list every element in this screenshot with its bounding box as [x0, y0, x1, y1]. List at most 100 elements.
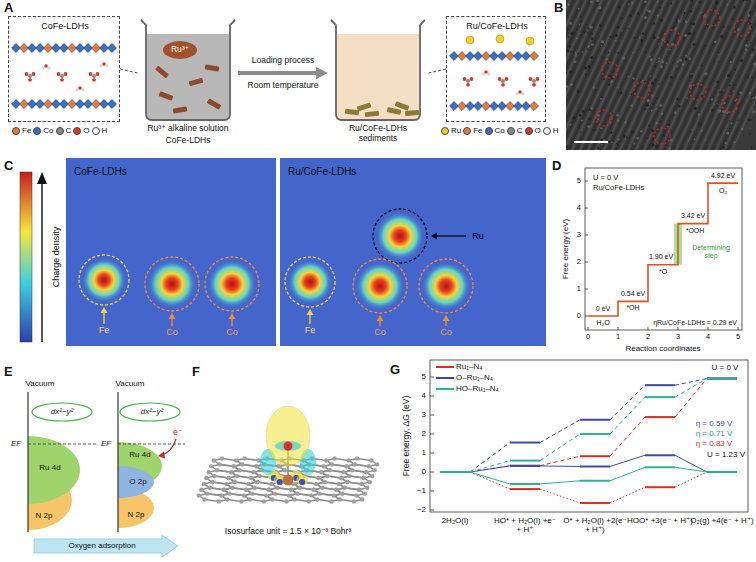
tem-image: [726, 132, 729, 135]
molecule-model: [197, 406, 380, 504]
molecule-model: [309, 493, 313, 497]
molecule-model: [277, 479, 283, 485]
tem-image: [657, 15, 659, 17]
tem-image: [574, 141, 608, 143]
molecule-model: [289, 488, 293, 492]
tem-image: [580, 16, 582, 18]
annotation-label: U = 0 V: [712, 363, 739, 372]
molecule-model: [266, 406, 310, 466]
tem-image: [720, 91, 722, 93]
molecule-model: [337, 482, 341, 486]
free-energy-diagram: [540, 489, 580, 503]
molecule-model: [219, 493, 223, 497]
tem-image: [684, 12, 686, 14]
axis-category: HOO* +3(e⁻ + H⁺): [627, 516, 693, 525]
free-energy-plot: [585, 235, 588, 236]
free-energy-diagram: [430, 377, 434, 378]
tem-image: [650, 75, 651, 76]
tem-image: [723, 89, 724, 90]
tem-image: [567, 28, 568, 29]
legend-swatch: [441, 127, 449, 135]
free-energy-diagram: [440, 471, 470, 473]
tem-image: [590, 0, 593, 3]
tem-image: [601, 144, 603, 146]
synthesis-scheme: [482, 73, 485, 76]
band-diagram: [34, 535, 178, 557]
molecule-model: [295, 491, 299, 495]
tem-image: [739, 91, 742, 94]
free-energy-diagram: [675, 379, 707, 398]
tem-image: [644, 0, 646, 2]
molecule-model: [235, 474, 239, 478]
tem-image: [591, 37, 594, 40]
free-energy-diagram: [580, 419, 610, 421]
free-energy-diagram: [430, 491, 434, 492]
tem-image: [590, 107, 592, 109]
panel-letter: B: [554, 1, 563, 16]
free-energy-diagram: [430, 472, 434, 473]
legend-item: Fe: [463, 126, 482, 135]
molecule-model: [197, 493, 201, 497]
molecule-model: [365, 486, 369, 490]
annotation-label: Isosurface unit = 1.5 × 10⁻³ Bohr³: [225, 527, 351, 537]
tem-image: [689, 57, 692, 60]
synthesis-scheme: [526, 37, 534, 45]
molecule-model: [252, 486, 256, 490]
free-energy-plot: [738, 327, 739, 330]
synthesis-scheme: [107, 43, 116, 52]
synthesis-scheme: [488, 73, 491, 76]
tem-image: [632, 52, 633, 53]
tem-image: [675, 19, 677, 21]
tem-image: [661, 61, 664, 64]
tem-image: [601, 96, 603, 98]
legend-item: Co: [485, 126, 505, 135]
tem-image: [675, 21, 677, 23]
charge-density-map: [103, 313, 104, 324]
legend-item: H: [92, 126, 108, 135]
tem-image: [597, 118, 599, 120]
free-energy-diagram: [430, 360, 748, 512]
tem-image: [578, 8, 580, 10]
tem-image: [725, 142, 727, 144]
tem-image: [716, 0, 756, 150]
tem-image: [582, 110, 585, 113]
annotation-label: ηRu/CoFe-LDHs = 0.29 eV: [653, 319, 737, 327]
free-energy-diagram: [440, 471, 470, 473]
tem-image: [577, 90, 580, 93]
molecule-model: [352, 462, 356, 466]
free-energy-diagram: [645, 396, 675, 398]
tem-image: [685, 20, 688, 23]
tem-image: [610, 36, 612, 38]
node-text: Fe: [305, 325, 316, 335]
tem-image: [682, 64, 684, 66]
tem-image: [628, 28, 629, 29]
tem-image: [726, 111, 728, 113]
tem-image: [713, 103, 715, 105]
free-energy-plot: [588, 327, 589, 330]
free-energy-plot: [708, 327, 709, 330]
legend-text: Ru: [451, 126, 461, 135]
tem-image: [751, 0, 752, 1]
synthesis-scheme: [532, 83, 536, 87]
node-text: Co: [440, 327, 452, 337]
free-energy-diagram: [610, 467, 645, 480]
panel-letter: D: [552, 159, 561, 174]
axis-tick: 2: [577, 258, 581, 267]
tem-image: [700, 100, 701, 101]
tem-image: [708, 0, 756, 150]
free-energy-diagram: [645, 416, 675, 418]
free-energy-diagram: [540, 434, 580, 461]
molecule-model: [244, 488, 248, 492]
charge-density-map: [288, 260, 332, 304]
tem-image: [656, 62, 657, 63]
tem-image: [616, 119, 619, 122]
tem-image: [613, 70, 614, 71]
tem-image: [738, 112, 740, 114]
tem-image: [693, 43, 696, 46]
molecule-model: [210, 480, 214, 484]
annotation-label: Vacuum: [116, 379, 145, 388]
molecule-model: [334, 488, 338, 492]
node-title: Ru/CoFe-LDHs: [288, 166, 356, 178]
node-title: Ru³⁺: [171, 45, 189, 55]
tem-image: [633, 143, 635, 145]
